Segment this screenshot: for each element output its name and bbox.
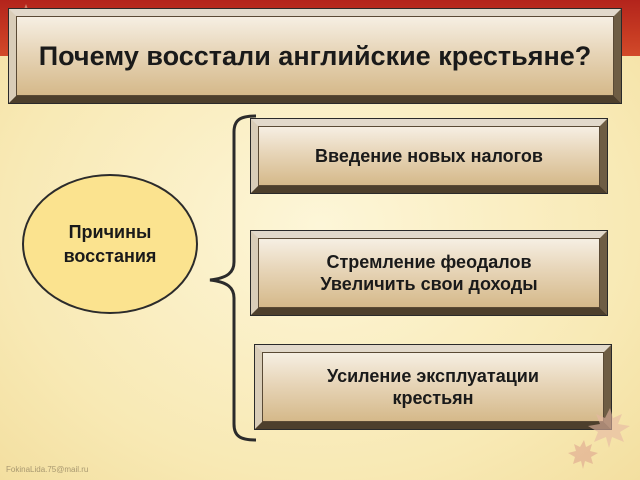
causes-label: Причины восстания [63, 222, 157, 266]
reason-box-feudal-income: Стремление феодалов Увеличить свои доход… [250, 230, 608, 316]
causes-circle: Причины восстания [22, 174, 198, 314]
footer-credit: FokinaLida.75@mail.ru [6, 465, 89, 474]
reason-label: Усиление эксплуатации крестьян [327, 366, 539, 408]
reason-box-exploitation: Усиление эксплуатации крестьян [254, 344, 612, 430]
title-box: Почему восстали английские крестьяне? [8, 8, 622, 104]
curly-brace [209, 114, 257, 442]
slide-title: Почему восстали английские крестьяне? [38, 40, 592, 71]
reason-label: Стремление феодалов Увеличить свои доход… [320, 252, 538, 294]
reason-box-taxes: Введение новых налогов [250, 118, 608, 194]
reason-label: Введение новых налогов [315, 146, 543, 166]
autumn-leaves-icon [568, 408, 630, 469]
